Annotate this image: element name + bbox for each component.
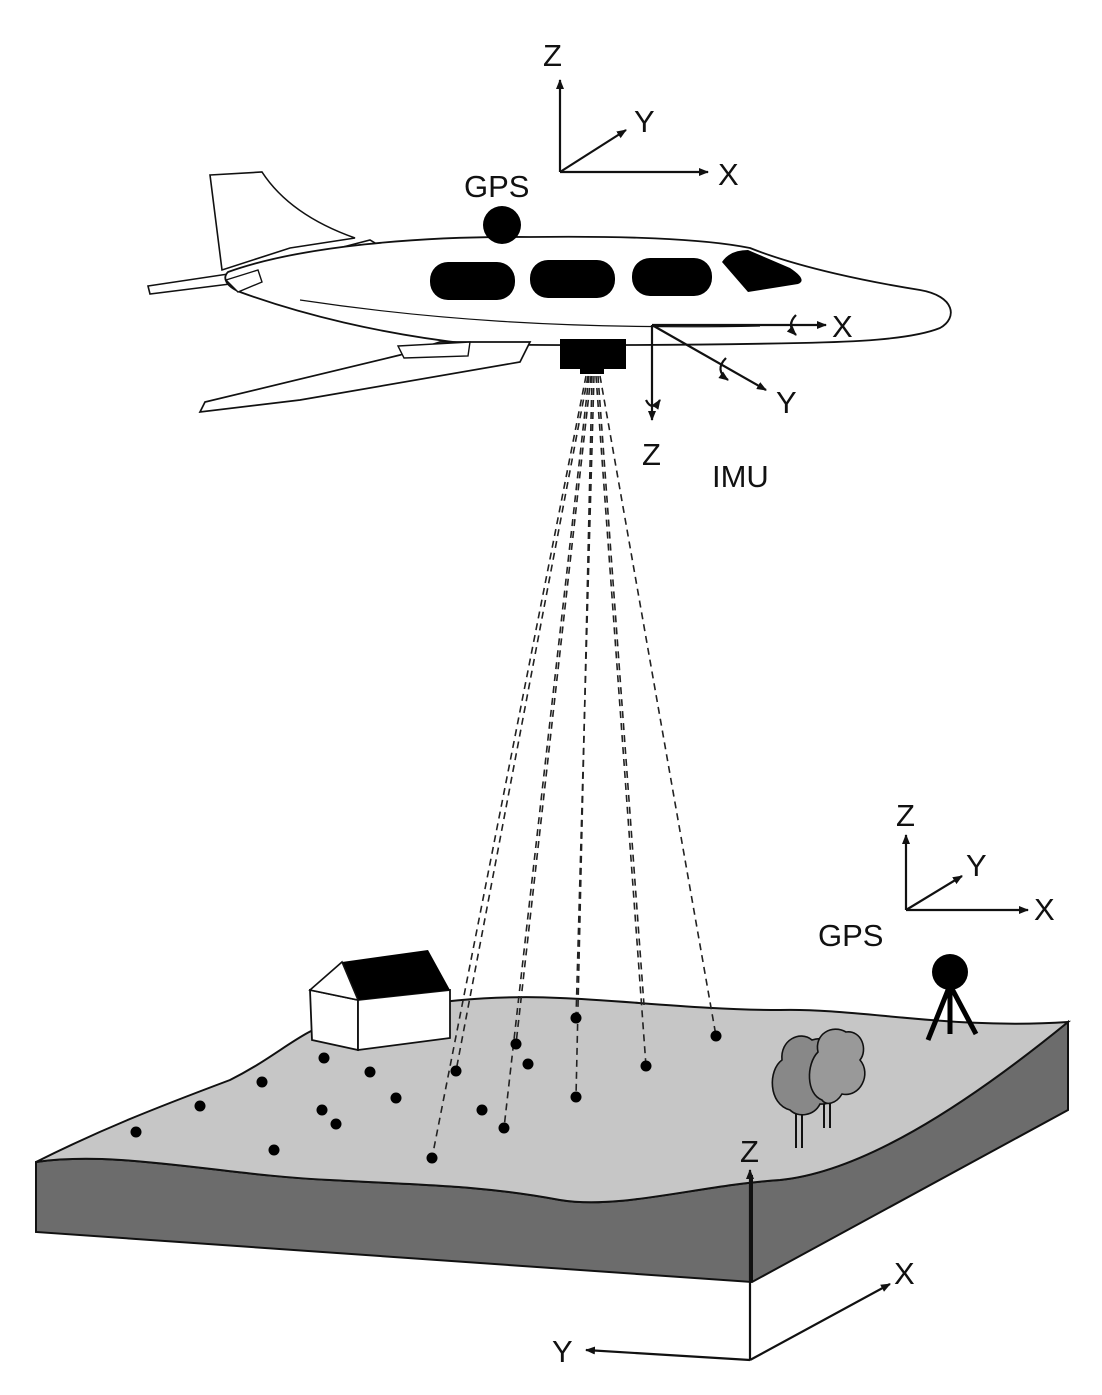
ground-point xyxy=(498,1122,510,1134)
ground-point xyxy=(522,1058,534,1070)
imu-label: IMU xyxy=(712,459,769,494)
imu-x-label: X xyxy=(832,309,853,344)
ground-gps-station: GPS xyxy=(818,918,979,1041)
ground-point xyxy=(318,1052,330,1064)
aircraft-reference-axes: Z Y X xyxy=(543,38,739,192)
ground-point xyxy=(450,1065,462,1077)
house-gable xyxy=(308,960,360,1002)
ground-point xyxy=(710,1030,722,1042)
pitch-rotation-icon xyxy=(718,357,729,381)
ground-point xyxy=(268,1144,280,1156)
near-wing xyxy=(198,341,532,414)
aircraft-gps-label: GPS xyxy=(464,169,529,204)
ground-point xyxy=(194,1100,206,1112)
ground-gps-antenna xyxy=(932,954,968,990)
axis-y-arrow xyxy=(559,129,627,173)
ground-point xyxy=(570,1091,582,1103)
laser-beam xyxy=(455,375,589,1072)
window xyxy=(632,258,712,296)
ground-mapping-axes: Z X Y xyxy=(552,1134,915,1369)
ground-point xyxy=(256,1076,268,1088)
ground-point xyxy=(130,1126,142,1138)
fuselage-belly-line xyxy=(299,299,761,328)
ground-point xyxy=(640,1060,652,1072)
gs-y-arrow xyxy=(905,875,963,911)
stabilizer xyxy=(224,269,263,293)
window xyxy=(430,262,515,300)
laser-beam xyxy=(431,375,587,1159)
tail-fin xyxy=(209,171,356,272)
imu-z-label: Z xyxy=(642,437,661,472)
imu-axes: X Y Z IMU xyxy=(642,309,853,494)
map-z-label: Z xyxy=(740,1134,759,1169)
imu-y-arrow xyxy=(651,324,767,391)
laser-beam xyxy=(599,375,717,1037)
laser-beam xyxy=(597,375,645,1006)
map-x-label: X xyxy=(894,1256,915,1291)
window xyxy=(530,260,615,298)
ground-gps-label: GPS xyxy=(818,918,883,953)
ground-point xyxy=(364,1066,376,1078)
map-x-arrow xyxy=(749,1283,891,1361)
terrain xyxy=(35,996,1072,1284)
gs-y-label: Y xyxy=(966,848,987,883)
yaw-rotation-icon xyxy=(645,399,661,410)
engine-nacelle xyxy=(396,341,471,359)
ground-point xyxy=(330,1118,342,1130)
ground-point xyxy=(426,1152,438,1164)
tree-crown xyxy=(808,1028,866,1105)
laser-beam xyxy=(595,375,647,1067)
gs-x-label: X xyxy=(1034,892,1055,927)
trees xyxy=(771,1028,866,1148)
imu-y-label: Y xyxy=(776,385,797,420)
axis-z-label: Z xyxy=(543,38,562,73)
laser-beams xyxy=(431,375,717,1159)
map-y-arrow xyxy=(585,1346,751,1362)
ground-station-axes: Z Y X xyxy=(896,798,1055,927)
aircraft: GPS xyxy=(147,169,952,414)
roll-rotation-icon xyxy=(786,314,797,336)
ground-point xyxy=(510,1038,522,1050)
gs-z-label: Z xyxy=(896,798,915,833)
ground-point xyxy=(476,1104,488,1116)
tripod xyxy=(925,983,979,1041)
cockpit-window xyxy=(722,250,802,292)
map-y-label: Y xyxy=(552,1334,573,1369)
lidar-sensor xyxy=(560,339,626,369)
ground-points xyxy=(130,1012,722,1164)
laser-beam xyxy=(515,375,592,1045)
house xyxy=(308,950,451,1052)
sensor-aperture xyxy=(580,368,604,374)
ground-point xyxy=(570,1012,582,1024)
axis-x-label: X xyxy=(718,157,739,192)
axis-y-label: Y xyxy=(634,104,655,139)
aircraft-gps-antenna xyxy=(483,206,521,244)
laser-beam xyxy=(503,375,590,1129)
ground-point xyxy=(390,1092,402,1104)
ground-point xyxy=(316,1104,328,1116)
